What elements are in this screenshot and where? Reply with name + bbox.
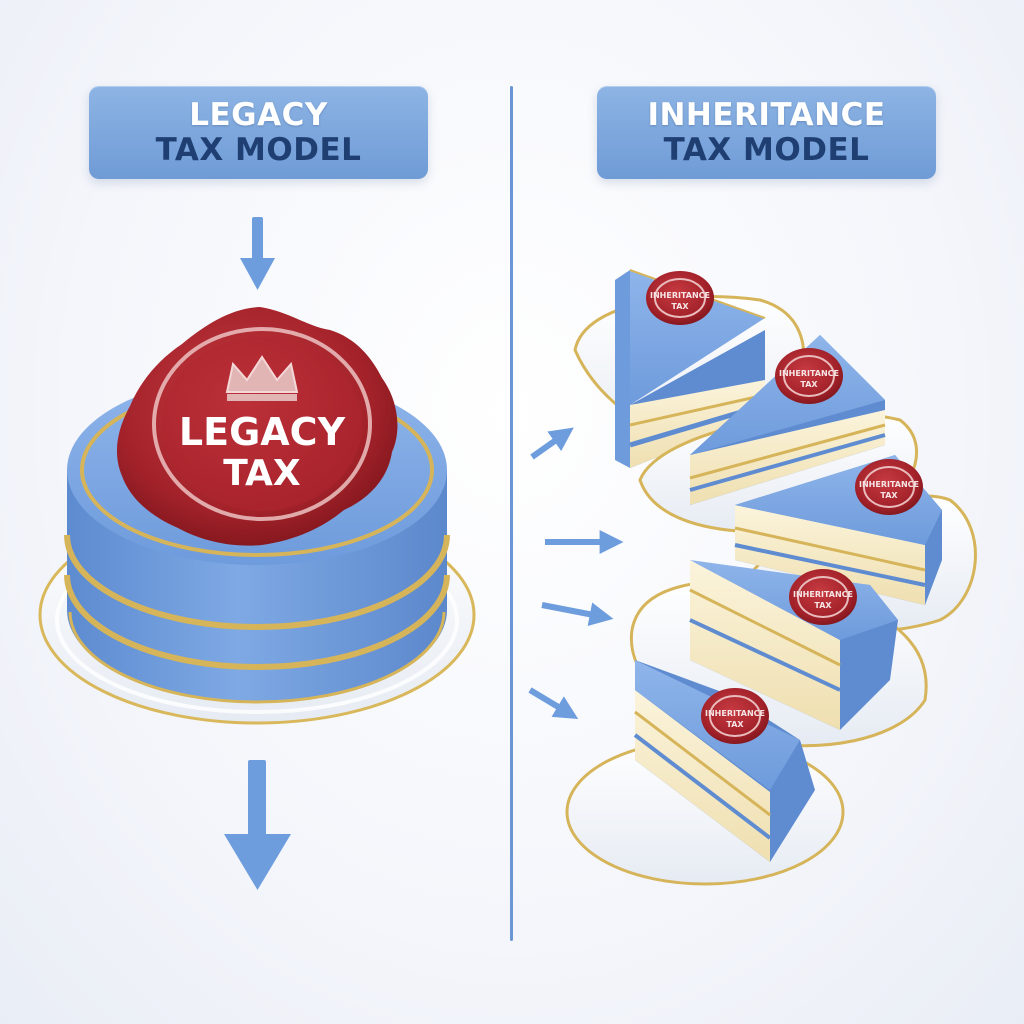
title-line-1: INHERITANCE: [647, 96, 886, 133]
cake-slice-5: INHERITANCE TAX: [565, 660, 845, 886]
seal-line-2: TAX: [880, 491, 898, 500]
seal-line-2: TAX: [726, 720, 744, 729]
arrow-1: [530, 427, 574, 460]
arrow-3: [541, 602, 614, 627]
seal-line-1: INHERITANCE: [859, 480, 919, 489]
title-line-2: TAX MODEL: [663, 131, 870, 168]
title-line-1: LEGACY: [189, 96, 328, 133]
down-arrow-top: [240, 217, 275, 290]
seal-line-2: TAX: [800, 380, 818, 389]
seal-line-2: TAX: [814, 601, 832, 610]
inheritance-tax-model-title: INHERITANCE TAX MODEL: [597, 86, 936, 179]
cake-slice-3: INHERITANCE TAX: [734, 455, 977, 634]
seal-line-1: LEGACY: [179, 410, 346, 454]
legacy-tax-wax-seal: LEGACY TAX: [116, 307, 398, 546]
crown-icon: [225, 355, 299, 401]
seal-line-1: INHERITANCE: [650, 291, 710, 300]
arrow-4: [528, 687, 579, 719]
seal-line-1: INHERITANCE: [705, 709, 765, 718]
legacy-tax-model-title: LEGACY TAX MODEL: [89, 86, 428, 179]
seal-line-1: INHERITANCE: [779, 369, 839, 378]
seal-line-2: TAX: [223, 453, 301, 494]
title-line-2: TAX MODEL: [155, 131, 362, 168]
seal-line-2: TAX: [671, 302, 689, 311]
down-arrow-bottom: [224, 760, 291, 890]
seal-line-1: INHERITANCE: [793, 590, 853, 599]
panel-divider: [510, 86, 513, 941]
